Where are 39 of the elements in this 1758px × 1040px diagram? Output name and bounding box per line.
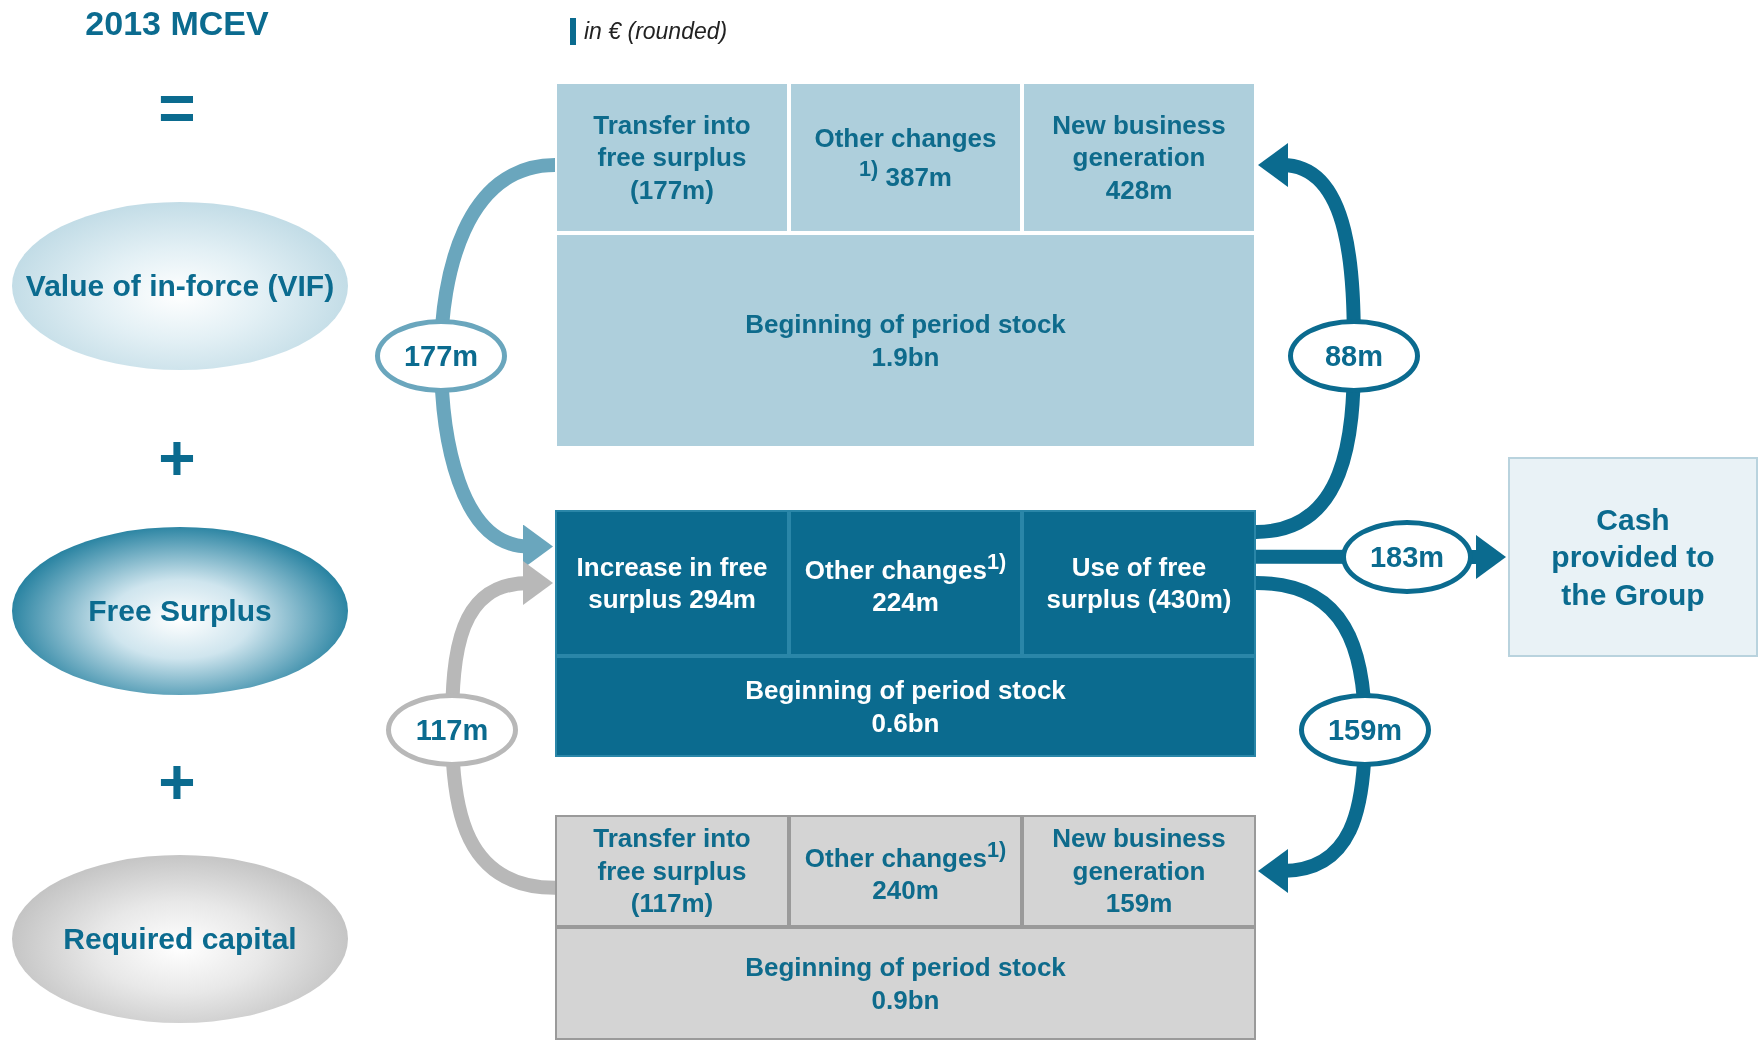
value-box [555,82,789,233]
title: 2013 MCEV [84,4,270,43]
node-text: Required capital [63,921,297,958]
edge-label: 183m [1341,520,1473,594]
node-text: Use of free surplus (430m) [1045,550,1233,616]
plus-sign: + [157,750,197,814]
unit-note: in € (rounded) [570,18,728,45]
equals-sign: = [157,76,197,140]
value-box [1022,815,1256,927]
node-text: Beginning of period stock 0.6bn [744,674,1067,739]
edge-label: 117m [386,693,518,767]
plus-sign: + [157,426,197,490]
value-box [555,510,789,656]
edge-label: 159m [1299,693,1431,767]
node-text: Other changes$^{1)}$ 224m [803,547,1008,619]
value-box [555,656,1256,757]
node-text: Beginning of period stock 1.9bn [744,308,1067,373]
node-text: Transfer into free surplus (177m) [592,108,752,207]
node-text: Other changes $^{1)}$ 387m [813,122,998,193]
node-text: Other changes$^{1)}$ 240m [803,835,1008,907]
node-text: New business generation 159m [1051,822,1227,920]
value-box [555,927,1256,1040]
node-text: Increase in free surplus 294m [575,550,769,616]
node-text: Beginning of period stock 0.9bn [744,951,1067,1016]
value-box [1022,510,1256,656]
node-text: New business generation 428m [1051,108,1227,207]
value-box [1022,82,1256,233]
node-text: Value of in-force (VIF) [25,268,335,305]
node-text: Transfer into free surplus (117m) [592,822,752,920]
value-box [555,233,1256,448]
value-box [789,510,1022,656]
value-box [789,815,1022,927]
node-text: Free Surplus [88,593,272,630]
result-box [1508,457,1758,657]
edge-label: 177m [375,319,507,393]
value-box [555,815,789,927]
value-box [789,82,1022,233]
node-text: Cash provided to the Group [1550,501,1716,613]
edge-label: 88m [1288,319,1420,393]
